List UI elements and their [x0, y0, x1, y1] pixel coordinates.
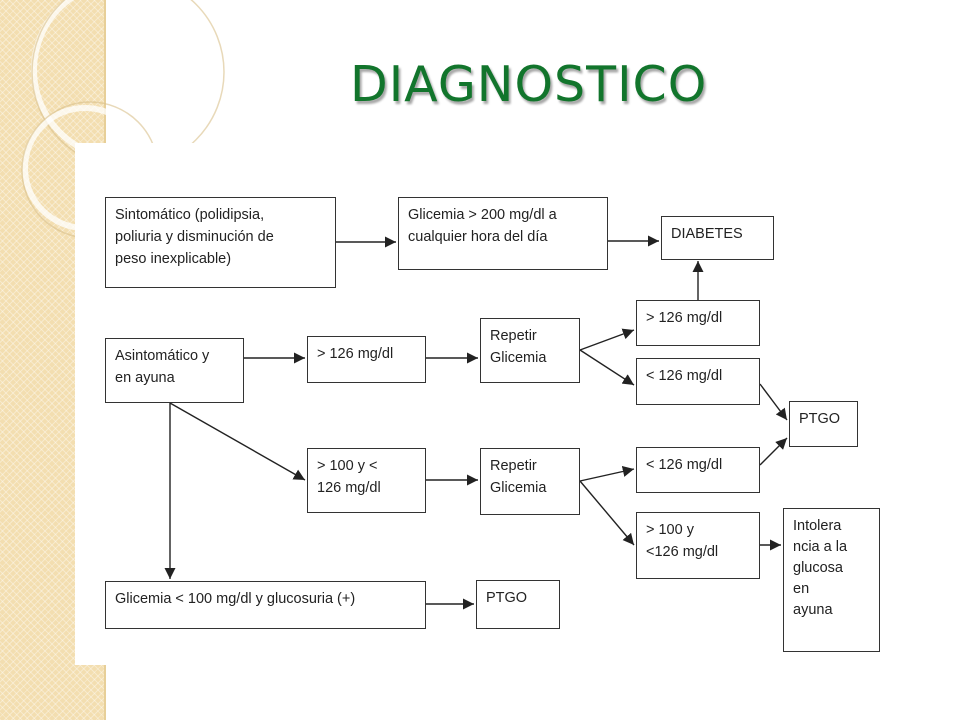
node-ptgo-bottom: PTGO — [476, 580, 560, 629]
node-glicemia-100: Glicemia < 100 mg/dl y glucosuria (+) — [105, 581, 426, 629]
edge-repetir1-ge126b — [579, 328, 635, 351]
node-asintomatico: Asintomático y en ayuna — [105, 338, 244, 403]
node-lt126-b: < 126 mg/dl — [636, 447, 760, 493]
node-ptgo-right: PTGO — [789, 401, 858, 447]
edge-repetir2-lt126b — [579, 465, 635, 482]
edge-asintomatico-range — [169, 402, 306, 481]
node-ge100-lt126: > 100 y <126 mg/dl — [636, 512, 760, 579]
node-sintomatico: Sintomático (polidipsia, poliuria y dism… — [105, 197, 336, 288]
node-ge126-b: > 126 mg/dl — [636, 300, 760, 346]
node-intolerancia: Intolera ncia a la glucosa en ayuna — [783, 508, 880, 652]
node-range-100-126: > 100 y < 126 mg/dl — [307, 448, 426, 513]
edge-lt126b-ptgo — [759, 437, 788, 466]
node-lt126-a: < 126 mg/dl — [636, 358, 760, 405]
node-diabetes: DIABETES — [661, 216, 774, 260]
node-repetir-glicemia-1: Repetir Glicemia — [480, 318, 580, 383]
node-ge126-a: > 126 mg/dl — [307, 336, 426, 383]
node-repetir-glicemia-2: Repetir Glicemia — [480, 448, 580, 515]
edge-repetir2-ge100lt126 — [579, 480, 635, 546]
slide-title: DIAGNOSTICO — [350, 56, 708, 113]
edge-lt126a-ptgo — [759, 383, 788, 421]
node-glicemia-200: Glicemia > 200 mg/dl a cualquier hora de… — [398, 197, 608, 270]
edge-repetir1-lt126a — [579, 349, 635, 386]
